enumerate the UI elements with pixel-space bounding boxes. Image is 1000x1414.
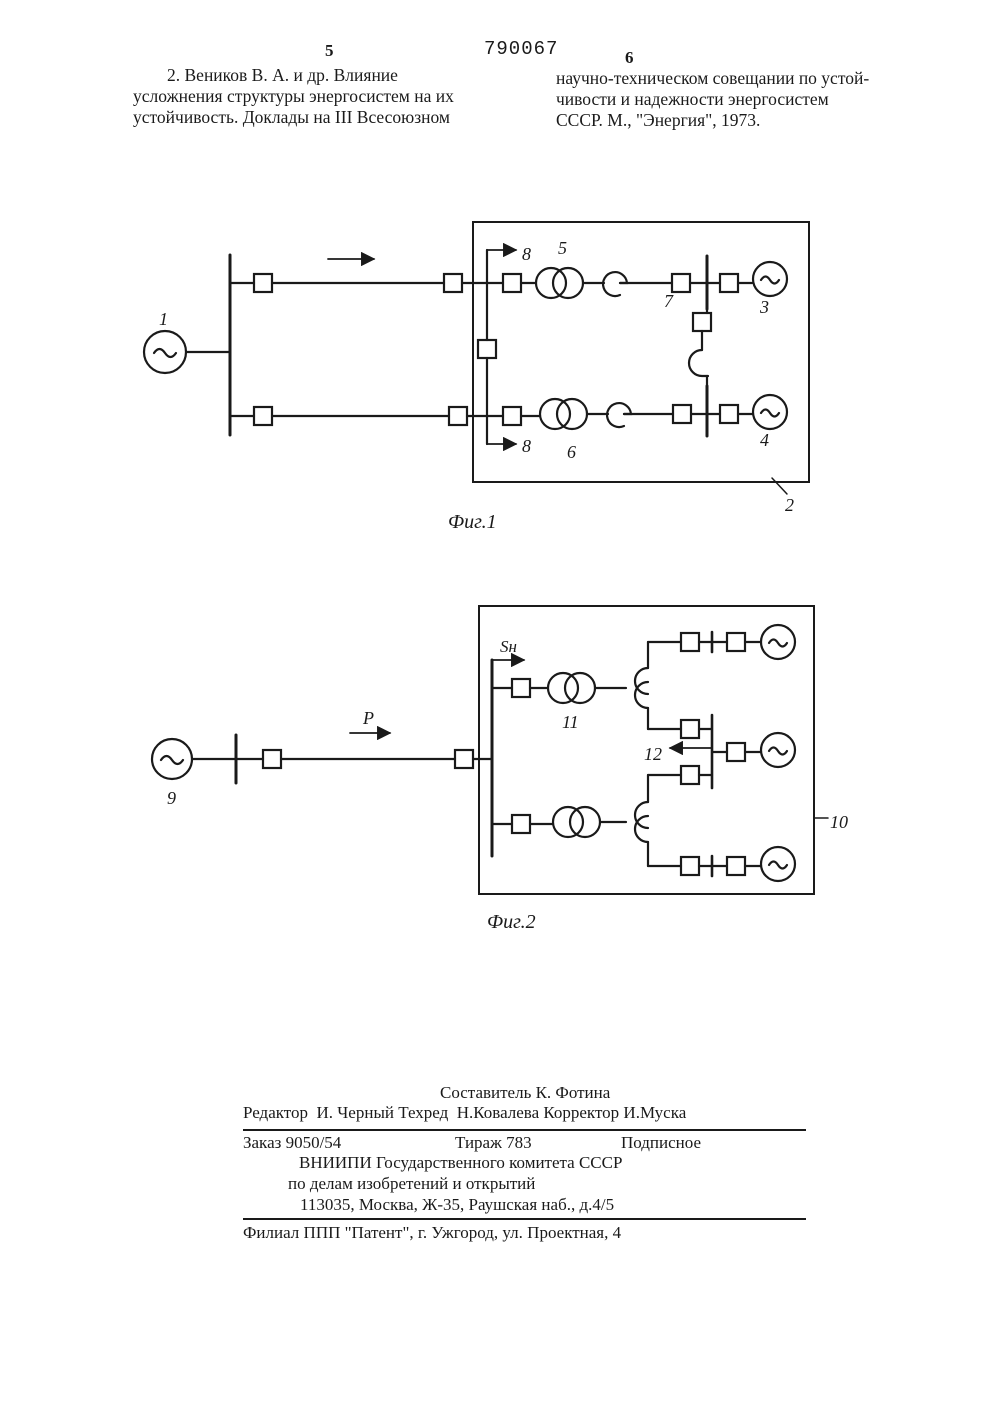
breaker-icon [478,340,496,358]
circulation: Тираж 783 [455,1133,532,1153]
breaker-icon [720,405,738,423]
breaker-icon [254,407,272,425]
label-power-P: P [362,708,374,728]
label-bus-7: 7 [664,291,674,311]
figure-1-schematic [144,222,809,494]
breaker-icon [263,750,281,768]
divider-2 [243,1218,806,1220]
label-gen-1: 1 [159,309,168,329]
compiler-line: Составитель К. Фотина [440,1083,610,1103]
label-box-2: 2 [785,495,794,515]
circuit-diagrams: 1 5 8 7 3 4 6 8 2 Фиг.1 P Sн 11 12 9 10 … [0,0,1000,960]
breaker-icon [681,720,699,738]
label-load-8-bottom: 8 [522,436,531,456]
label-reactor-12: 12 [644,744,662,764]
split-reactor-icon [635,668,648,708]
label-box-10: 10 [830,812,848,832]
organization-line-1: ВНИИПИ Государственного комитета СССР [299,1153,622,1173]
label-gen-4: 4 [760,430,769,450]
label-load-8-top: 8 [522,244,531,264]
label-transformer-6: 6 [567,442,576,462]
editors-line: Редактор И. Черный Техред Н.Ковалева Кор… [243,1103,686,1123]
breaker-icon [681,857,699,875]
breaker-icon [512,679,530,697]
figure-2-caption: Фиг.2 [487,911,536,933]
label-gen-3: 3 [759,297,769,317]
breaker-icon [455,750,473,768]
breaker-icon [503,274,521,292]
breaker-icon [444,274,462,292]
address-line: 113035, Москва, Ж-35, Раушская наб., д.4… [300,1195,614,1215]
breaker-icon [727,633,745,651]
breaker-icon [512,815,530,833]
breaker-icon [720,274,738,292]
transformer-6-icon [540,399,570,429]
figure-1-caption: Фиг.1 [448,511,497,533]
transformer-5-icon [536,268,566,298]
breaker-icon [727,857,745,875]
figure-2-schematic [152,606,828,894]
branch-line: Филиал ППП "Патент", г. Ужгород, ул. Про… [243,1223,621,1243]
breaker-icon [673,405,691,423]
subscription: Подписное [621,1133,701,1153]
organization-line-2: по делам изобретений и открытий [288,1174,535,1194]
breaker-icon [681,766,699,784]
label-gen-9: 9 [167,788,176,808]
label-load-Sn: Sн [500,637,517,656]
label-transformer-5: 5 [558,238,567,258]
reactor-icon [689,350,708,376]
split-reactor-icon [635,802,648,842]
breaker-icon [449,407,467,425]
divider-1 [243,1129,806,1131]
label-transformer-11: 11 [562,712,579,732]
breaker-icon [681,633,699,651]
transformer-icon [553,807,583,837]
breaker-icon [693,313,711,331]
transformer-11-icon [548,673,578,703]
breaker-icon [503,407,521,425]
breaker-icon [727,743,745,761]
order-number: Заказ 9050/54 [243,1133,341,1153]
breaker-icon [672,274,690,292]
breaker-icon [254,274,272,292]
